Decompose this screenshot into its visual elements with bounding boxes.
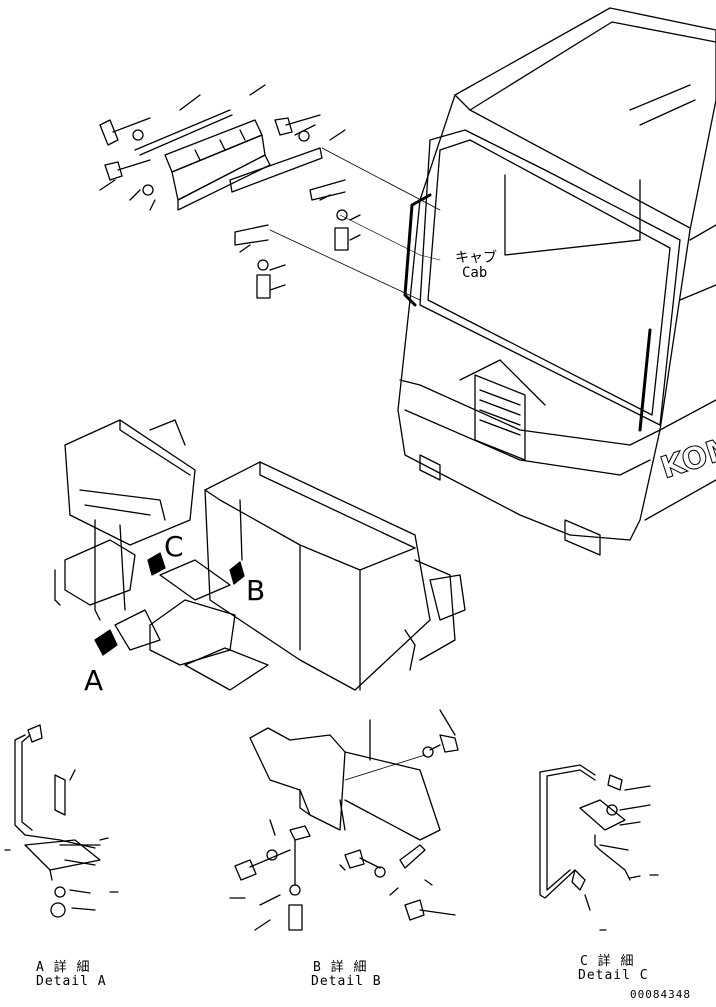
main-assembly xyxy=(54,419,466,691)
leader-lines xyxy=(339,214,441,261)
cab-label-jp: キャブ xyxy=(455,250,497,266)
arrow-label-a: A xyxy=(84,664,104,697)
figure-number: 00084348 xyxy=(630,988,691,1001)
detail-a-caption-jp: A 詳 細 xyxy=(36,960,91,975)
detail-b-caption-en: Detail B xyxy=(311,974,382,989)
arrow-label-c: C xyxy=(164,530,184,563)
detail-c-caption-jp: C 詳 細 xyxy=(580,954,635,969)
cab-illustration xyxy=(397,7,716,556)
detail-c-illustration xyxy=(539,764,659,931)
detail-c-caption-en: Detail C xyxy=(578,968,649,983)
cab-label-en: Cab xyxy=(462,265,488,281)
arrow-label-b: B xyxy=(246,574,266,607)
detail-a-caption-en: Detail A xyxy=(36,974,107,989)
bracket-assembly-top xyxy=(99,84,441,301)
detail-b-caption-jp: B 詳 細 xyxy=(313,960,368,975)
view-arrows xyxy=(94,552,245,656)
detail-b-illustration xyxy=(229,709,459,931)
detail-a-illustration xyxy=(4,724,119,918)
